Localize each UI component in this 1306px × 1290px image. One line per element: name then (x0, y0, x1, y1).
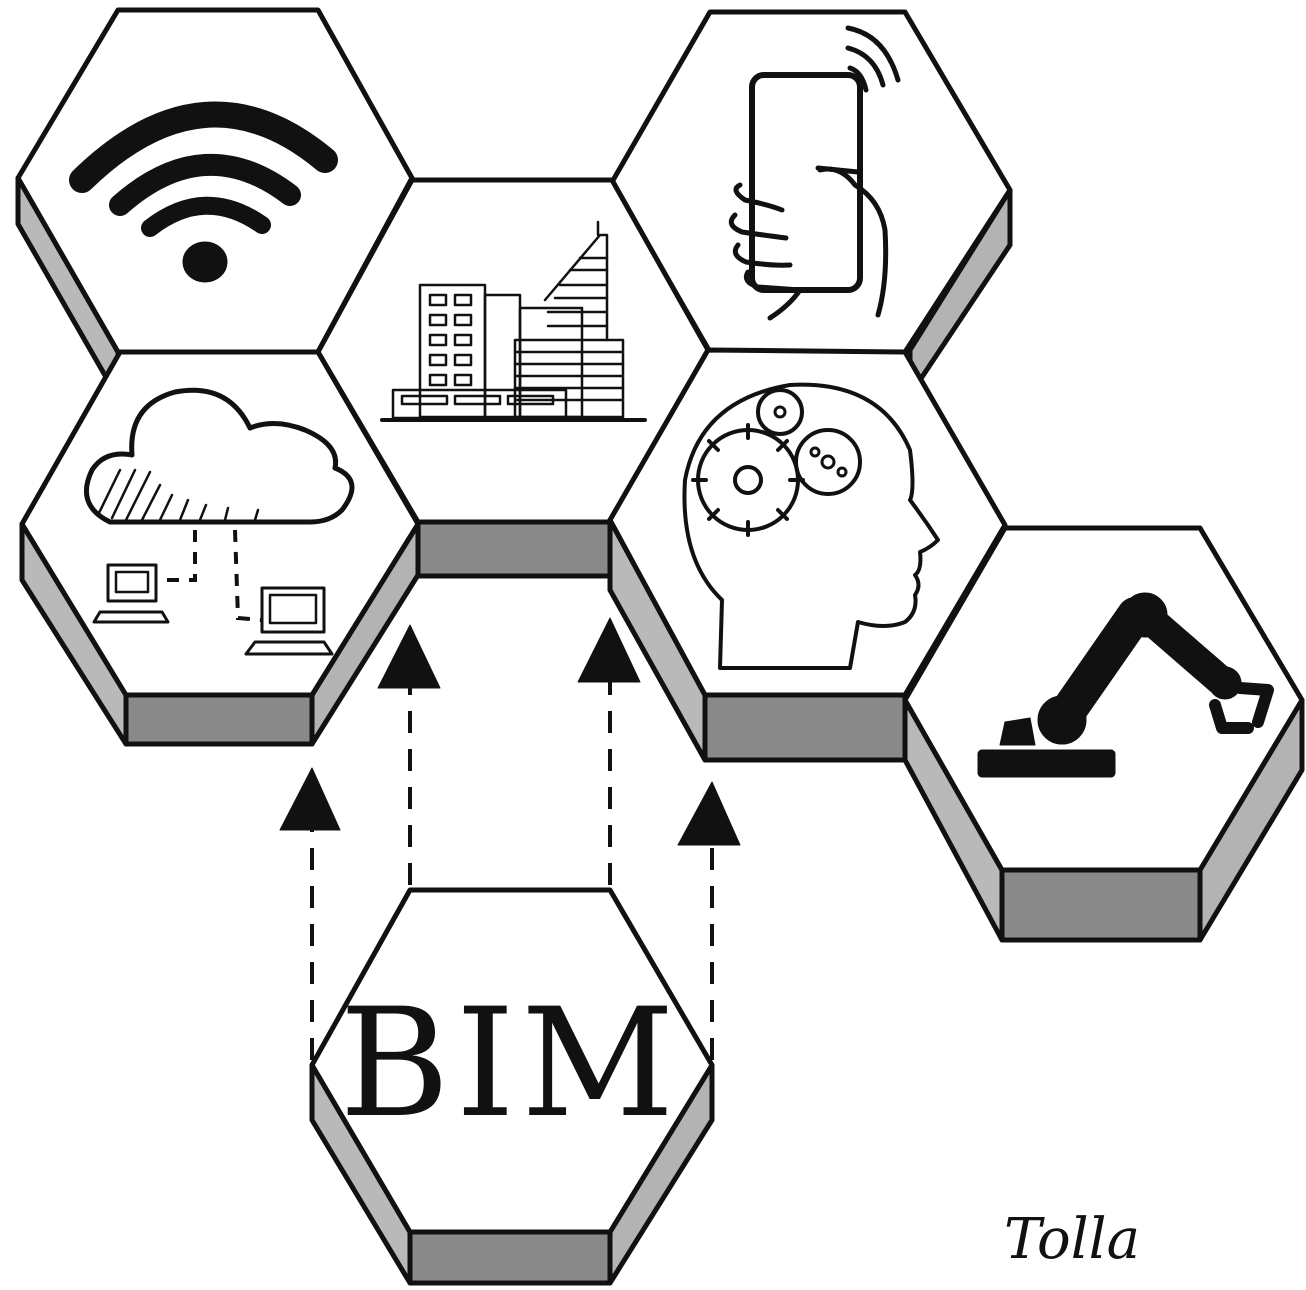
robotic-arm-icon (977, 592, 1274, 778)
arrow-to-ai (677, 781, 741, 1060)
arrow-to-cloud (279, 767, 341, 1060)
signature-text: Tolla (1004, 1207, 1140, 1272)
hex-tile-robot (902, 525, 1305, 943)
bim-label: BIM (339, 977, 680, 1151)
arrow-to-building-left (377, 624, 441, 885)
arrow-to-building-right (577, 617, 641, 885)
building-icon (380, 220, 647, 422)
wifi-icon (69, 101, 338, 283)
hex-tile-smartphone (609, 9, 1013, 398)
hex-tile-bim[interactable]: BIM (309, 887, 715, 1286)
hex-tile-cloud (19, 349, 421, 747)
smartphone-in-hand-icon (728, 25, 901, 321)
arrows (279, 617, 741, 1060)
brain-gears-icon (682, 382, 940, 670)
signature: Tolla (1004, 1207, 1140, 1272)
hex-tile-wifi (15, 7, 415, 401)
cloud-computing-icon (83, 387, 355, 656)
hex-tile-ai (607, 347, 1008, 763)
